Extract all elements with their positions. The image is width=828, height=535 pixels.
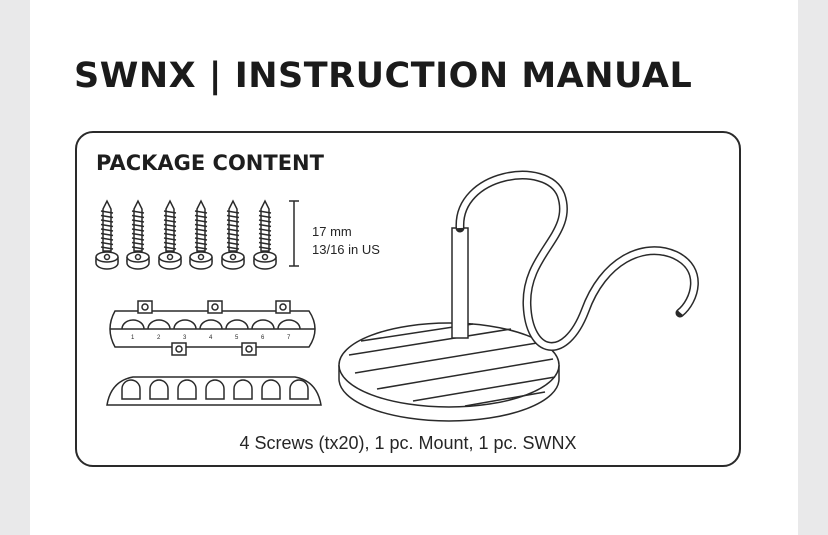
- holder-number: 2: [157, 335, 161, 341]
- cable-icon: [451, 170, 699, 351]
- screw-icon: [95, 199, 119, 270]
- manual-page: SWNX | INSTRUCTION MANUAL PACKAGE CONTEN…: [30, 0, 798, 535]
- screw-icon: [253, 199, 277, 270]
- screw-length-us: 13/16 in US: [312, 242, 380, 257]
- holder-number: 4: [209, 335, 213, 341]
- cable-holder-back-icon: [106, 376, 322, 406]
- screw-icon: [189, 199, 213, 270]
- holder-number: 6: [261, 335, 265, 341]
- mount-post: [451, 227, 469, 339]
- holder-number: 5: [235, 335, 239, 341]
- contents-caption: 4 Screws (tx20), 1 pc. Mount, 1 pc. SWNX: [239, 433, 577, 453]
- screw-set: [95, 199, 277, 270]
- page-title: SWNX | INSTRUCTION MANUAL: [74, 56, 693, 96]
- holder-number: 7: [287, 335, 291, 341]
- cable-holder-icon: 1 2 3 4 5 6 7: [109, 300, 316, 356]
- holder-number: 3: [183, 335, 187, 341]
- screw-length-metric: 17 mm: [312, 224, 352, 239]
- screw-icon: [158, 199, 182, 270]
- package-content-panel: PACKAGE CONTENT 1 2 3 4 5 6 7: [75, 131, 741, 467]
- holder-number: 1: [131, 335, 135, 341]
- screw-dimension-label: 17 mm 13/16 in US: [312, 223, 380, 259]
- screw-icon: [221, 199, 245, 270]
- dimension-bracket: [289, 200, 299, 267]
- screw-icon: [126, 199, 150, 270]
- package-illustration: 1 2 3 4 5 6 7: [95, 170, 699, 422]
- mount-base-icon: [338, 322, 560, 422]
- section-heading: PACKAGE CONTENT: [96, 151, 324, 175]
